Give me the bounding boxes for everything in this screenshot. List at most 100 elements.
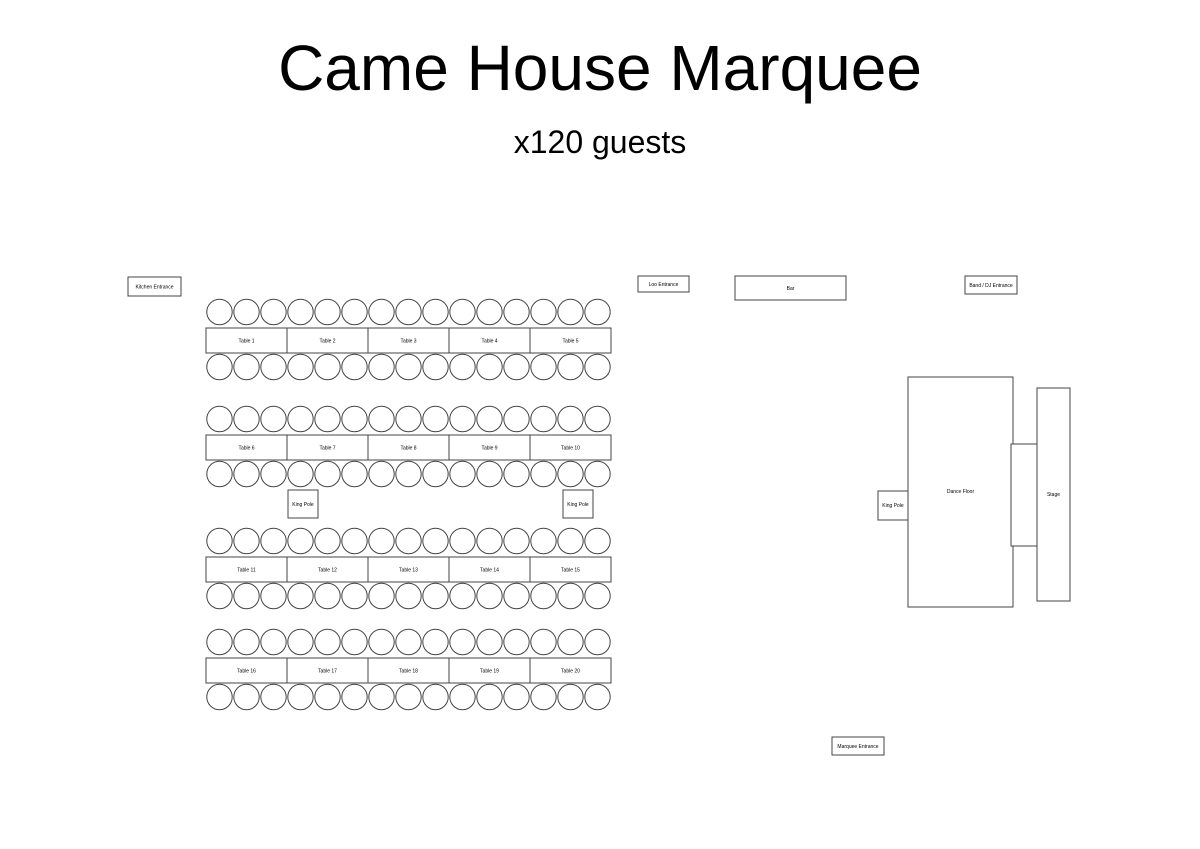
- table-label: Table 10: [561, 446, 580, 452]
- seat: [368, 460, 395, 488]
- seat: [476, 683, 503, 711]
- seat: [314, 527, 341, 555]
- seat: [233, 683, 260, 711]
- seat: [395, 460, 422, 488]
- seat: [368, 405, 395, 433]
- table: [205, 327, 288, 354]
- loo-entrance: Loo Entrance: [637, 275, 690, 293]
- table-label: Table 14: [480, 568, 499, 574]
- seat: [584, 353, 611, 381]
- table: [448, 556, 531, 583]
- seat: [233, 460, 260, 488]
- seat: [449, 298, 476, 326]
- table-group: Table 10: [529, 405, 612, 488]
- seat: [206, 628, 233, 656]
- table: [529, 657, 612, 684]
- seat: [368, 582, 395, 610]
- seat: [422, 298, 449, 326]
- seat: [206, 527, 233, 555]
- seat: [314, 405, 341, 433]
- seat: [530, 683, 557, 711]
- table-group: Table 8: [367, 405, 450, 488]
- table-label: Table 15: [561, 568, 580, 574]
- seat: [449, 460, 476, 488]
- seat: [476, 298, 503, 326]
- seat: [233, 628, 260, 656]
- seat: [557, 582, 584, 610]
- seat: [287, 298, 314, 326]
- seat: [449, 527, 476, 555]
- seat: [260, 298, 287, 326]
- seat: [206, 582, 233, 610]
- seat: [449, 353, 476, 381]
- seat: [503, 353, 530, 381]
- table-label: Table 1: [238, 339, 254, 345]
- stage: Stage: [1010, 387, 1071, 602]
- seat: [287, 460, 314, 488]
- seat: [530, 298, 557, 326]
- stage-label: Stage: [1047, 492, 1060, 498]
- table: [205, 556, 288, 583]
- seat: [368, 628, 395, 656]
- seat: [557, 405, 584, 433]
- table-group: Table 18: [367, 628, 450, 711]
- kitchen-entrance-label: Kitchen Entrance: [135, 285, 173, 291]
- seat: [395, 298, 422, 326]
- seat: [422, 683, 449, 711]
- seat: [341, 405, 368, 433]
- seat: [476, 353, 503, 381]
- loo-entrance-label: Loo Entrance: [649, 282, 679, 288]
- table: [286, 657, 369, 684]
- seat: [368, 527, 395, 555]
- table-group: Table 7: [286, 405, 369, 488]
- seat: [530, 405, 557, 433]
- seat: [557, 460, 584, 488]
- seat: [449, 683, 476, 711]
- seat: [449, 628, 476, 656]
- table: [205, 434, 288, 461]
- seat: [233, 298, 260, 326]
- table-label: Table 12: [318, 568, 337, 574]
- seat: [206, 683, 233, 711]
- seat: [557, 527, 584, 555]
- seat: [557, 353, 584, 381]
- seat: [314, 353, 341, 381]
- table-group: Table 15: [529, 527, 612, 610]
- table-label: Table 4: [481, 339, 497, 345]
- king-pole: King Pole: [562, 489, 594, 519]
- table-label: Table 2: [319, 339, 335, 345]
- seat: [314, 628, 341, 656]
- table: [448, 327, 531, 354]
- marquee-entrance: Marquee Entrance: [831, 736, 885, 756]
- seat: [530, 582, 557, 610]
- seat: [206, 298, 233, 326]
- table-label: Table 17: [318, 669, 337, 675]
- seat: [449, 582, 476, 610]
- seat: [233, 353, 260, 381]
- marquee-entrance-label: Marquee Entrance: [837, 744, 878, 750]
- seat: [530, 628, 557, 656]
- seat: [395, 405, 422, 433]
- seat: [503, 683, 530, 711]
- seat: [395, 683, 422, 711]
- seat: [503, 582, 530, 610]
- seat: [584, 628, 611, 656]
- seat: [422, 405, 449, 433]
- seat: [206, 405, 233, 433]
- seat: [368, 683, 395, 711]
- seat: [557, 298, 584, 326]
- seat: [395, 527, 422, 555]
- seat: [476, 628, 503, 656]
- seat: [584, 460, 611, 488]
- seat: [584, 298, 611, 326]
- seat: [287, 582, 314, 610]
- king-pole-label: King Pole: [882, 503, 904, 509]
- seat: [341, 298, 368, 326]
- king-pole-label: King Pole: [292, 502, 314, 508]
- seat: [260, 683, 287, 711]
- table-group: Table 12: [286, 527, 369, 610]
- table-group: Table 9: [448, 405, 531, 488]
- seat: [395, 582, 422, 610]
- seat: [287, 353, 314, 381]
- table-group: Table 5: [529, 298, 612, 381]
